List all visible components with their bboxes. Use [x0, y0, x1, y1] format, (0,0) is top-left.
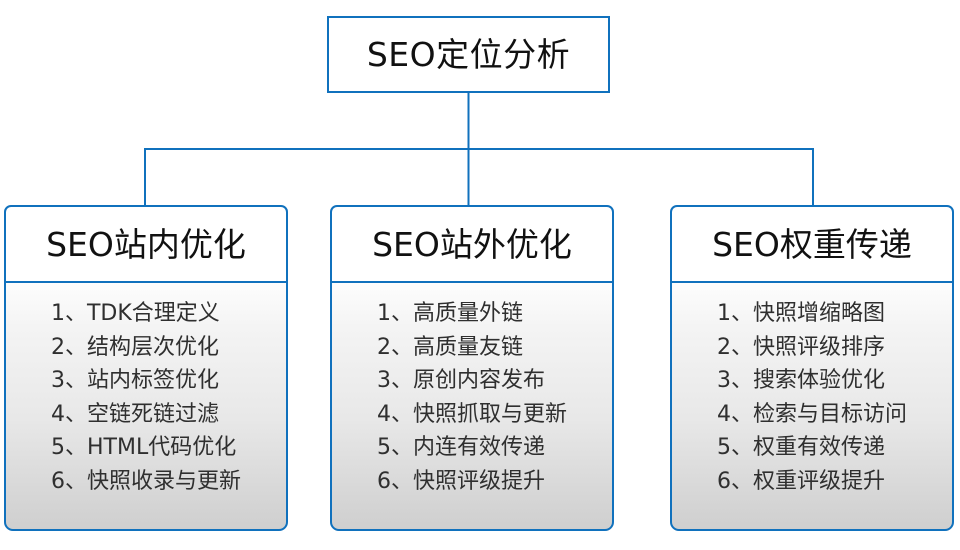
- list-item: 1、快照增缩略图: [717, 301, 885, 326]
- branch-column-3[interactable]: SEO权重传递 1、快照增缩略图 2、快照评级排序 3、搜索体验优化 4、检索与…: [670, 205, 954, 531]
- list-item: 3、站内标签优化: [51, 368, 219, 393]
- branch-3-header-label: SEO权重传递: [712, 224, 912, 264]
- branch-2-item-list: 1、高质量外链 2、高质量友链 3、原创内容发布 4、快照抓取与更新 5、内连有…: [377, 297, 567, 498]
- branch-1-header-label: SEO站内优化: [46, 224, 246, 264]
- list-item: 3、原创内容发布: [377, 368, 545, 393]
- branch-2-body: 1、高质量外链 2、高质量友链 3、原创内容发布 4、快照抓取与更新 5、内连有…: [330, 281, 614, 531]
- root-node[interactable]: SEO定位分析: [327, 16, 610, 93]
- branch-1-body: 1、TDK合理定义 2、结构层次优化 3、站内标签优化 4、空链死链过滤 5、H…: [4, 281, 288, 531]
- root-node-label: SEO定位分析: [366, 35, 571, 74]
- list-item: 6、快照评级提升: [377, 468, 545, 494]
- list-item: 5、HTML代码优化: [51, 435, 237, 460]
- branch-1-item-list: 1、TDK合理定义 2、结构层次优化 3、站内标签优化 4、空链死链过滤 5、H…: [51, 297, 241, 498]
- list-item: 1、TDK合理定义: [51, 301, 220, 326]
- list-item: 5、内连有效传递: [377, 435, 545, 460]
- branch-1-header[interactable]: SEO站内优化: [4, 205, 288, 283]
- branch-3-item-list: 1、快照增缩略图 2、快照评级排序 3、搜索体验优化 4、检索与目标访问 5、权…: [717, 297, 907, 498]
- branch-3-header[interactable]: SEO权重传递: [670, 205, 954, 283]
- list-item: 4、空链死链过滤: [51, 401, 219, 427]
- list-item: 5、权重有效传递: [717, 435, 885, 460]
- branch-2-header[interactable]: SEO站外优化: [330, 205, 614, 283]
- list-item: 2、高质量友链: [377, 334, 523, 360]
- list-item: 2、快照评级排序: [717, 334, 885, 360]
- branch-3-body: 1、快照增缩略图 2、快照评级排序 3、搜索体验优化 4、检索与目标访问 5、权…: [670, 281, 954, 531]
- list-item: 1、高质量外链: [377, 301, 523, 326]
- list-item: 3、搜索体验优化: [717, 368, 885, 393]
- branch-column-1[interactable]: SEO站内优化 1、TDK合理定义 2、结构层次优化 3、站内标签优化 4、空链…: [4, 205, 288, 531]
- list-item: 6、权重评级提升: [717, 468, 885, 494]
- branch-column-2[interactable]: SEO站外优化 1、高质量外链 2、高质量友链 3、原创内容发布 4、快照抓取与…: [330, 205, 614, 531]
- branch-2-header-label: SEO站外优化: [372, 224, 572, 264]
- list-item: 2、结构层次优化: [51, 334, 219, 360]
- list-item: 4、检索与目标访问: [717, 401, 907, 427]
- list-item: 6、快照收录与更新: [51, 468, 241, 494]
- list-item: 4、快照抓取与更新: [377, 401, 567, 427]
